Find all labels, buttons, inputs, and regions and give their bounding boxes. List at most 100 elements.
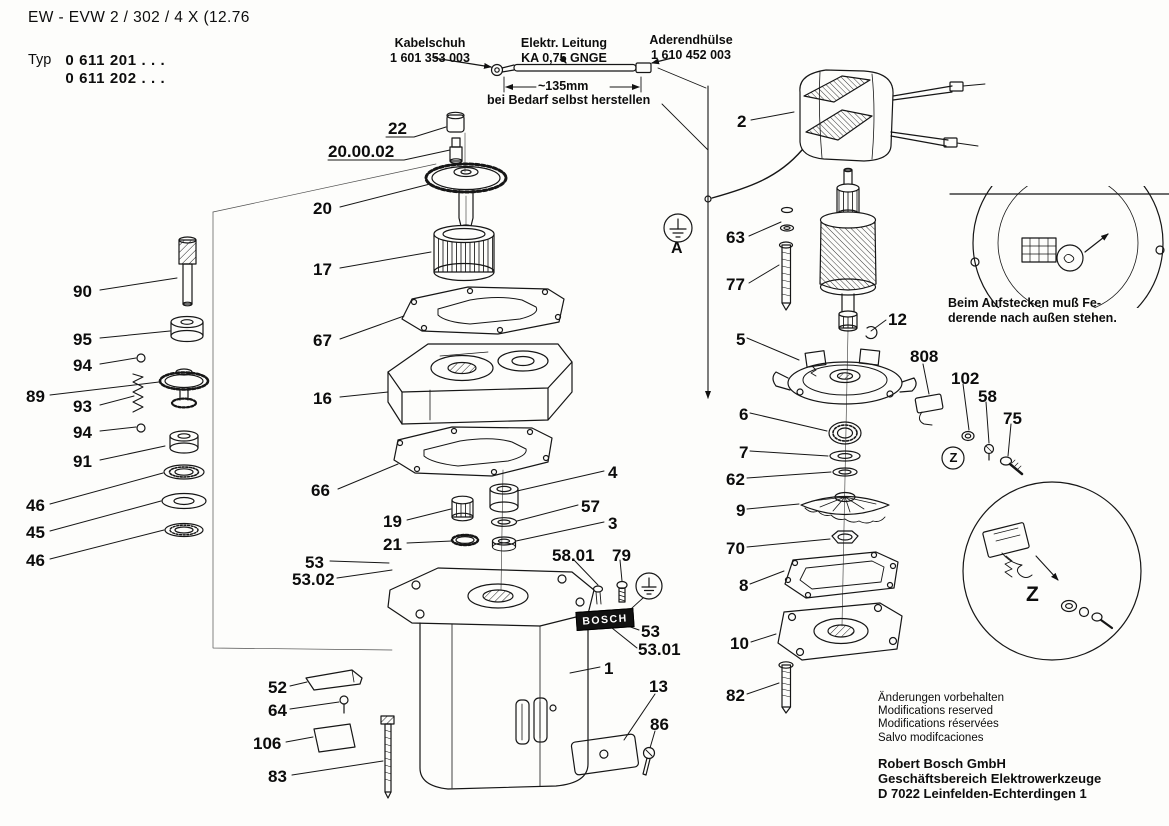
part-12-circlip-drawing [865, 325, 878, 340]
part-callout-66: 66 [311, 481, 330, 500]
part-52-plate-drawing [305, 669, 363, 691]
part-57-drawing [490, 517, 518, 527]
part-75-screw-drawing [999, 456, 1024, 476]
routing-arrow [657, 67, 711, 399]
model-number: EW - EVW 2 / 302 / 4 X (12.76 [28, 9, 250, 26]
wire-end-ferrule-label: Aderendhülse 1 610 452 003 [636, 33, 746, 62]
part-22-drawing [446, 111, 465, 133]
spring-note-line-1: Beim Aufstecken muß Fe- [948, 296, 1102, 310]
typ-number-2: 0 611 202 . . . [65, 70, 166, 87]
part-callout-63: 63 [726, 228, 745, 247]
company-city: D 7022 Leinfelden-Echterdingen 1 [878, 786, 1087, 801]
part-102-drawing [961, 430, 975, 442]
part-91-drawing [169, 430, 199, 454]
part-95-drawing [170, 315, 204, 343]
part-callout-4: 4 [608, 463, 618, 482]
part-67-gasket-drawing [401, 286, 565, 335]
part-8-gasket-drawing [784, 551, 899, 599]
part-3-drawing [491, 536, 517, 552]
cable-lug-label: Kabelschuh 1 601 353 003 [374, 36, 486, 65]
cable-lug-name: Kabelschuh [394, 36, 466, 50]
part-callout-19: 19 [383, 512, 402, 531]
part-callout-77: 77 [726, 275, 745, 294]
part-callout-2: 2 [737, 112, 747, 131]
part-callout-94: 94 [73, 356, 92, 375]
part-callout-20.00.02: 20.00.02 [328, 142, 395, 161]
wire-end-ferrule-partnumber: 1 610 452 003 [651, 47, 731, 62]
part-66-gasket-drawing [393, 426, 553, 477]
part-77-screw-drawing [778, 241, 794, 311]
part-callout-93: 93 [73, 397, 92, 416]
part-2-field-coil-drawing [704, 69, 986, 203]
part-58-screw-drawing [983, 443, 995, 461]
part-callout-1: 1 [604, 659, 614, 678]
company-division: Geschäftsbereich Elektrowerkzeuge [878, 771, 1102, 786]
part-94-ball-drawing [136, 353, 146, 363]
inset-top-right [949, 186, 1169, 308]
part-82-screw-drawing [778, 661, 794, 714]
part-callout-94: 94 [73, 423, 92, 442]
cable-drawing [433, 55, 673, 93]
spring-note-line-2: derende nach außen stehen. [948, 311, 1117, 325]
modification-notes: Änderungen vorbehalten Modifications res… [878, 692, 1004, 745]
part-callout-9: 9 [736, 501, 746, 520]
part-callout-83: 83 [268, 767, 287, 786]
part-21-gear-drawing [450, 533, 480, 547]
cable-length-dimension: ~135mm [538, 79, 589, 93]
part-callout-6: 6 [739, 405, 749, 424]
part-16-housing-drawing [387, 343, 573, 425]
part-callout-89: 89 [26, 387, 45, 406]
part-callout-91: 91 [73, 452, 92, 471]
part-callout-12: 12 [888, 310, 907, 329]
part-13-cover-drawing [570, 733, 639, 776]
part-callout-62: 62 [726, 470, 745, 489]
part-10-bearing-plate-drawing [777, 602, 903, 661]
part-callout-3: 3 [608, 514, 618, 533]
part-callout-53: 53 [305, 553, 324, 572]
part-89-gear-drawing [158, 368, 210, 409]
part-callout-79: 79 [612, 546, 631, 565]
part-63-washers-drawing [779, 206, 795, 232]
ground-symbol-a-label: A [671, 240, 683, 257]
part-19-drawing [451, 495, 474, 522]
part-callout-16: 16 [313, 389, 332, 408]
part-callout-10: 10 [730, 634, 749, 653]
part-callout-52: 52 [268, 678, 287, 697]
callout-leader-lines [49, 111, 1012, 776]
ground-symbol-a [663, 213, 693, 243]
part-callout-90: 90 [73, 282, 92, 301]
part-callout-53: 53 [641, 622, 660, 641]
cable-lug-partnumber: 1 601 353 003 [390, 50, 470, 65]
part-callout-57: 57 [581, 497, 600, 516]
note-en: Modifications reserved [878, 705, 994, 718]
armature-drawing [819, 167, 877, 332]
part-callout-46: 46 [26, 551, 45, 570]
part-callout-53.02: 53.02 [292, 570, 335, 589]
part-callout-64: 64 [268, 701, 287, 720]
part-7-washer-drawing [829, 450, 861, 462]
part-46b-washer-drawing [164, 522, 204, 538]
detail-z-reference-label: Z [949, 450, 958, 465]
typ-number-1: 0 611 201 . . . [65, 52, 166, 69]
detail-z-label: Z [1026, 583, 1039, 606]
note-de: Änderungen vorbehalten [878, 692, 1004, 704]
part-58-01-screw-drawing [592, 585, 604, 605]
part-9-fan-drawing [800, 491, 890, 524]
part-106-plate-drawing [313, 723, 356, 753]
type-numbers: Typ 0 611 201 . . . 0 611 202 . . . [28, 52, 165, 88]
part-callout-20: 20 [313, 199, 332, 218]
part-callout-46: 46 [26, 496, 45, 515]
part-17-bearing-drawing [433, 224, 495, 282]
part-callout-95: 95 [73, 330, 92, 349]
part-callout-58.01: 58.01 [552, 546, 595, 565]
electric-lead-name: Elektr. Leitung [520, 36, 608, 50]
part-callout-8: 8 [739, 576, 749, 595]
part-callout-5: 5 [736, 330, 746, 349]
part-callout-75: 75 [1003, 409, 1022, 428]
part-1-housing-drawing [387, 567, 595, 790]
company-name: Robert Bosch GmbH [878, 756, 1006, 771]
part-4-drawing [489, 483, 519, 513]
part-callout-82: 82 [726, 686, 745, 705]
